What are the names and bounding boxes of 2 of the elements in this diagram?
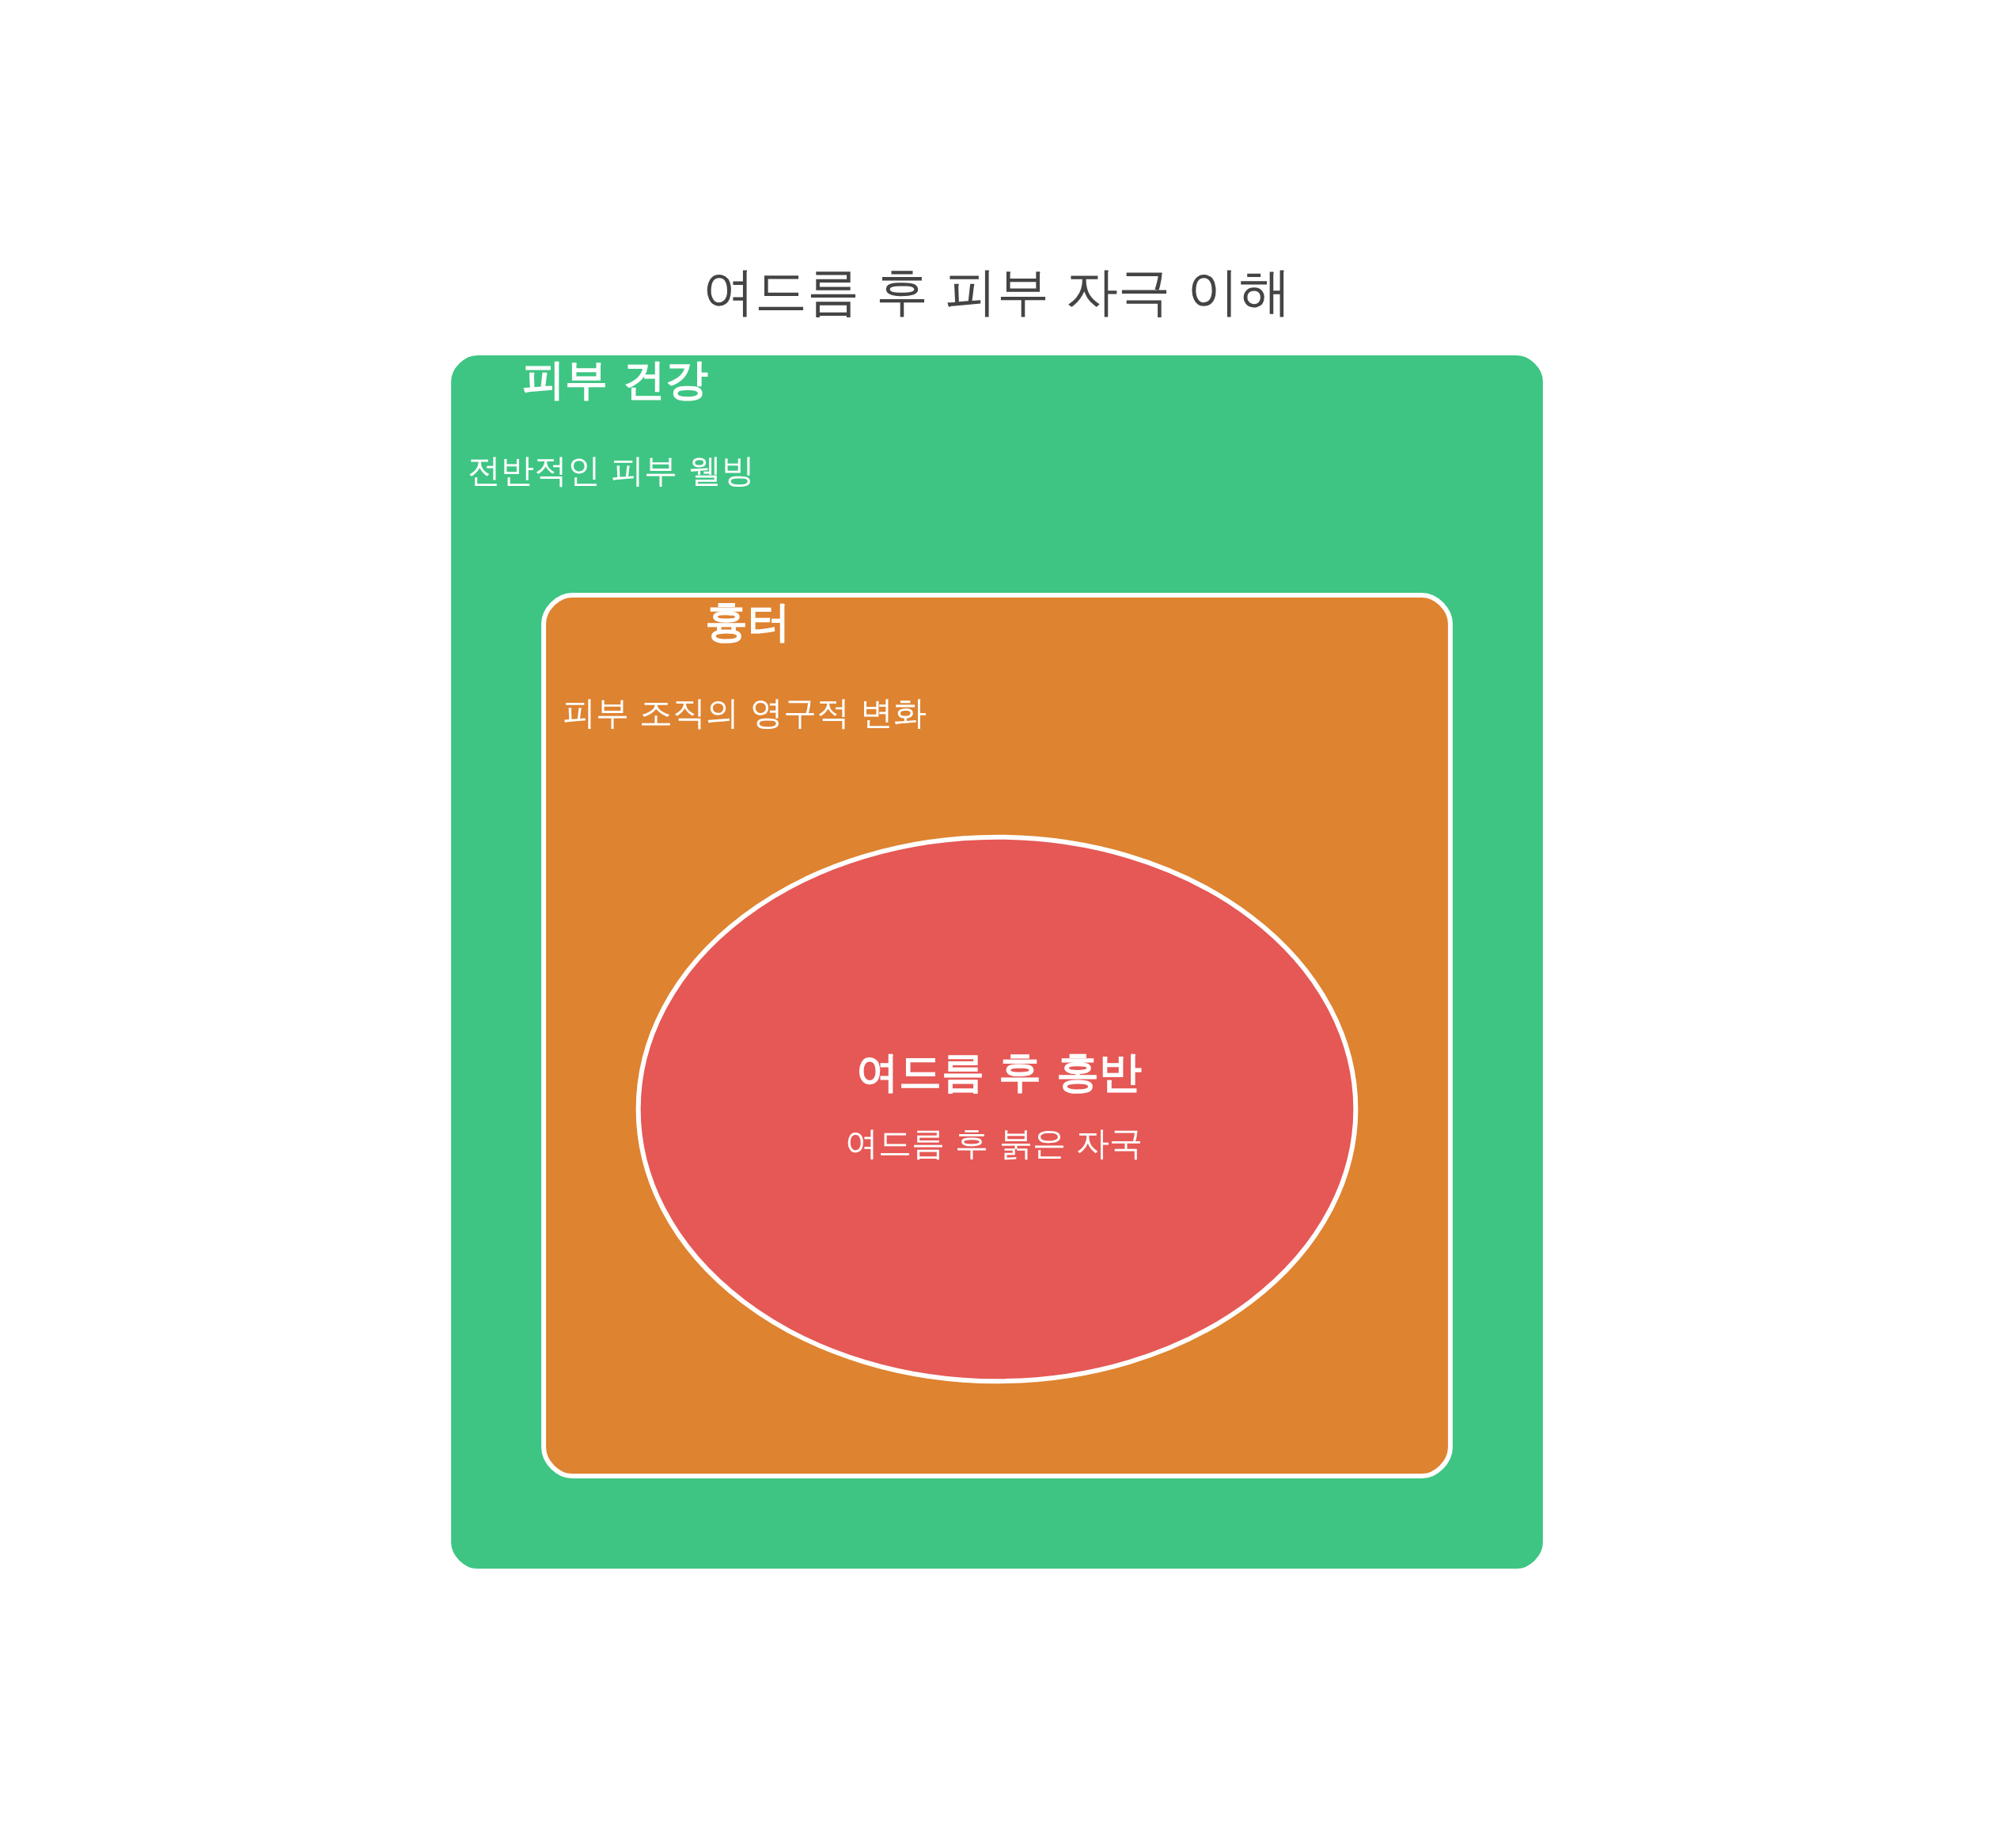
node-ellipse: 여드름 후 홍반 여드름 후 붉은 자국: [635, 834, 1359, 1384]
diagram-title: 여드름 후 피부 자극 이해: [703, 260, 1291, 322]
